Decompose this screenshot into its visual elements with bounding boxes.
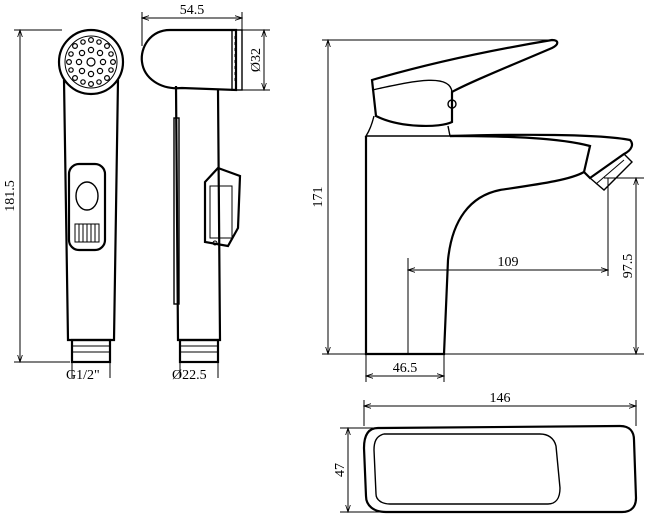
faucet-body [364, 134, 592, 356]
faucet-side-view: 171 109 97.5 46.5 [311, 38, 644, 382]
dim-sprayer-height: 181.5 [3, 180, 18, 212]
sprayer-front-view: 181.5 G1/2" [3, 28, 125, 383]
dim-body-width: 46.5 [393, 361, 418, 376]
sprayer-side-view: 54.5 Ø32 Ø22.5 [140, 3, 270, 383]
spray-head-inner [64, 35, 118, 89]
side-trigger [203, 166, 242, 248]
dim-spout-height: 97.5 [621, 254, 636, 279]
faucet-top-view: 146 47 [333, 391, 638, 514]
dim-top-length: 146 [490, 391, 511, 406]
dim-top-width: 47 [333, 463, 348, 477]
side-head [140, 28, 238, 92]
side-nozzle-face [231, 29, 243, 91]
spray-nozzle-holes [65, 36, 116, 87]
side-handle [174, 85, 222, 342]
dim-spout-reach: 109 [498, 255, 519, 270]
trigger-button [75, 181, 99, 211]
side-slot [173, 117, 180, 305]
side-thread [178, 338, 220, 364]
top-outline [362, 424, 638, 514]
dim-faucet-height: 171 [311, 187, 326, 208]
sprayer-trigger [67, 162, 107, 252]
faucet-spout [449, 133, 634, 180]
sprayer-handle [62, 79, 120, 342]
top-lever-outline [373, 433, 561, 505]
dim-base-diameter: Ø22.5 [172, 368, 207, 383]
faucet-lever [370, 38, 559, 128]
dim-thread-size: G1/2" [66, 368, 100, 383]
sprayer-thread [70, 338, 112, 364]
dim-head-diameter: Ø32 [249, 48, 264, 72]
spray-head-outer [57, 28, 125, 96]
dim-sprayer-width: 54.5 [180, 3, 205, 18]
